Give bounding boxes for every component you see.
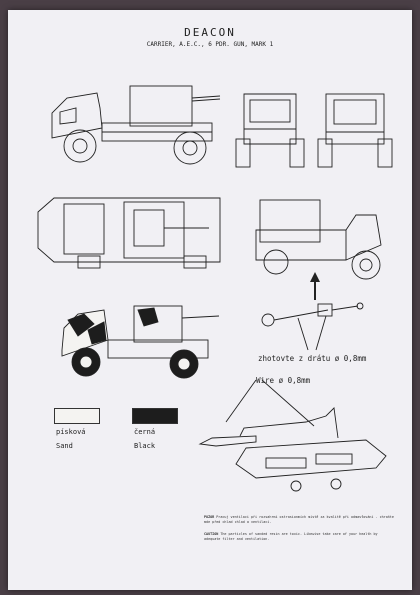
chassis-detail-drawing: [198, 379, 387, 492]
model-title: DEACON: [184, 26, 236, 39]
color-swatch-sand: [54, 408, 100, 424]
caution-text-cz: Pracuj ventilaci při rozsahrmí ostrasion…: [204, 515, 394, 524]
wire-label-cz: zhotovte z drátu ø 0,8mm: [258, 354, 367, 363]
color-label-sand-cz: písková: [56, 428, 86, 436]
gun-detail-drawing: [261, 302, 364, 351]
model-subtitle: CARRIER, A.E.C., 6 PDR. GUN, MARK 1: [146, 41, 274, 48]
rear-view-drawing: [317, 93, 393, 168]
caution-note-en: CAUTION The particles of sanded resin ar…: [204, 532, 394, 542]
caution-note-cz: POZOR Pracuj ventilaci při rozsahrmí ost…: [204, 515, 394, 525]
caution-label-cz: POZOR: [204, 515, 215, 519]
color-swatch-black: [132, 408, 178, 424]
wire-label-en: Wire ø 0,8mm: [256, 376, 311, 385]
isometric-view-drawing: [255, 199, 382, 280]
arrow-icon: [310, 272, 320, 300]
color-label-black-en: Black: [134, 442, 156, 450]
front-view-drawing: [235, 93, 305, 168]
caution-label-en: CAUTION: [204, 532, 219, 536]
top-view-drawing: [37, 197, 221, 269]
instruction-sheet: DEACON CARRIER, A.E.C., 6 PDR. GUN, MARK…: [8, 10, 412, 590]
caution-text-en: The particles of sanded resin are toxic.…: [204, 532, 378, 541]
color-label-black-cz: černá: [134, 428, 156, 436]
color-label-sand-en: Sand: [56, 442, 73, 450]
side-view-drawing: [51, 85, 221, 165]
camouflage-view-drawing: [61, 305, 220, 379]
